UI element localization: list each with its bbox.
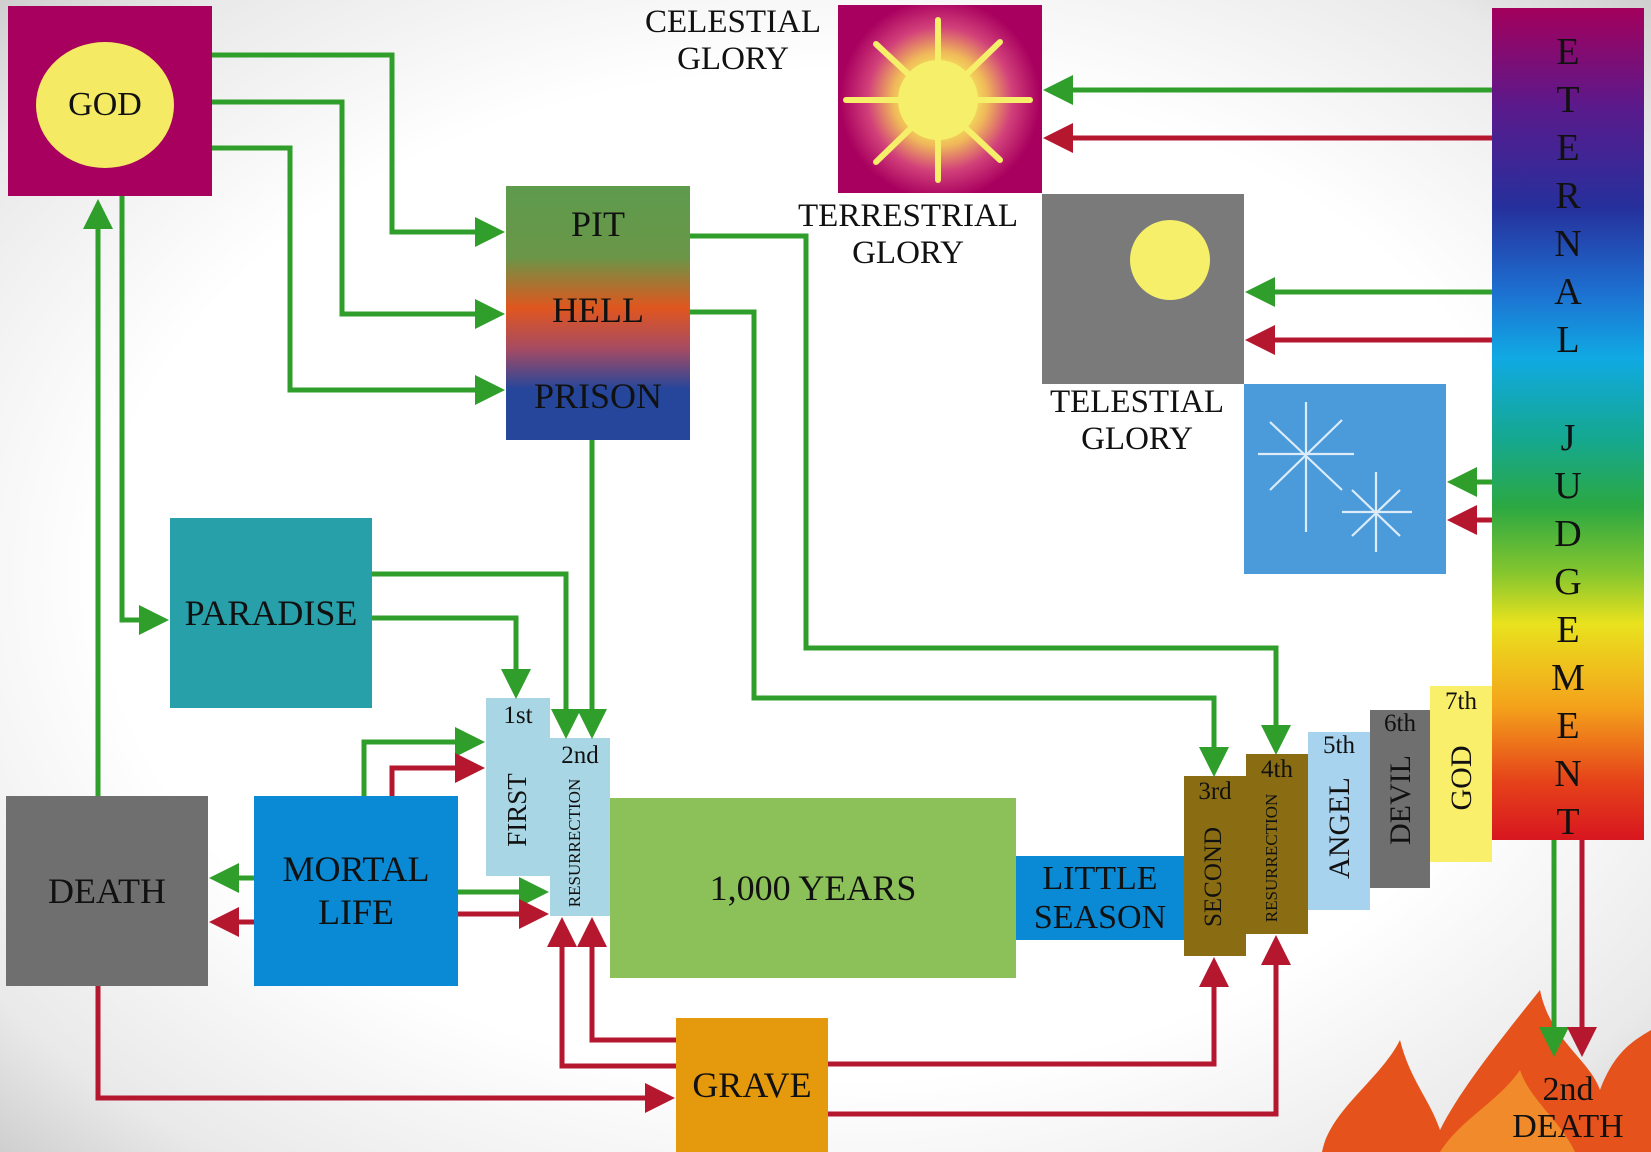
little-season-line2: SEASON bbox=[1033, 899, 1167, 936]
little-season-box: LITTLE SEASON bbox=[1016, 856, 1184, 940]
prison-label: PRISON bbox=[533, 376, 663, 416]
first-resurrection-2nd-box bbox=[550, 738, 610, 916]
sixth-ordinal: 6th bbox=[1384, 710, 1416, 737]
fifth-ordinal: 5th bbox=[1323, 732, 1355, 759]
second-resurrection-3rd-ordinal: 3rd bbox=[1198, 778, 1232, 805]
eternal-judgement-letter: E bbox=[1556, 31, 1580, 73]
mortal-life-label-line1: MORTAL bbox=[282, 848, 430, 889]
mortal-life-box: MORTAL LIFE bbox=[254, 796, 458, 986]
second-resurrection-3rd-box bbox=[1184, 776, 1246, 956]
eternal-judgement-letter: E bbox=[1556, 127, 1580, 169]
first-resurrection-1st-box bbox=[486, 698, 550, 876]
eternal-judgement-letter: A bbox=[1554, 271, 1582, 313]
telestial-glory-box bbox=[1244, 384, 1446, 574]
thousand-years-box: 1,000 YEARS bbox=[610, 798, 1016, 978]
pit-hell-prison-box bbox=[506, 186, 690, 440]
death-box: DEATH bbox=[6, 796, 208, 986]
fire-icon bbox=[1322, 990, 1651, 1152]
grave-label: GRAVE bbox=[692, 1065, 812, 1105]
eternal-judgement-letter: L bbox=[1556, 319, 1580, 361]
second-resurrection-4th-box bbox=[1246, 754, 1308, 934]
hell-label: HELL bbox=[552, 290, 644, 330]
seventh-ordinal: 7th bbox=[1445, 688, 1477, 715]
eternal-judgement-letter: M bbox=[1551, 657, 1585, 699]
eternal-judgement-letter: E bbox=[1556, 705, 1580, 747]
first-resurrection-2nd-ordinal: 2nd bbox=[561, 742, 599, 769]
sun-icon bbox=[843, 17, 1033, 183]
sixth-devil-box bbox=[1370, 710, 1430, 888]
seventh-god-box bbox=[1430, 686, 1492, 862]
mortal-life-label-line2: LIFE bbox=[318, 892, 394, 932]
eternal-judgement-bar bbox=[1492, 8, 1644, 840]
eternal-judgement-letter: E bbox=[1556, 609, 1580, 651]
god-circle: GOD bbox=[36, 42, 174, 168]
little-season-line1: LITTLE bbox=[1042, 859, 1158, 897]
fifth-angel-box bbox=[1308, 732, 1370, 910]
eternal-judgement-letter: D bbox=[1554, 513, 1582, 555]
eternal-judgement-letter: R bbox=[1555, 175, 1581, 217]
second-resurrection-4th-ordinal: 4th bbox=[1261, 756, 1293, 783]
first-resurrection-1st-ordinal: 1st bbox=[503, 702, 533, 729]
eternal-judgement-letter: N bbox=[1554, 223, 1582, 265]
thousand-years-label: 1,000 YEARS bbox=[709, 868, 917, 908]
eternal-judgement-letter: G bbox=[1554, 561, 1582, 603]
god-label: GOD bbox=[68, 86, 142, 123]
pit-label: PIT bbox=[571, 204, 625, 244]
eternal-judgement-letter: U bbox=[1554, 465, 1582, 507]
eternal-judgement-letter: T bbox=[1556, 79, 1580, 121]
paradise-box: PARADISE bbox=[170, 518, 372, 708]
eternal-judgement-letter: J bbox=[1560, 417, 1576, 459]
grave-box: GRAVE bbox=[676, 1018, 828, 1152]
paradise-label: PARADISE bbox=[184, 593, 358, 633]
moon-icon bbox=[1130, 220, 1210, 300]
eternal-judgement-letter: T bbox=[1556, 801, 1580, 843]
death-label: DEATH bbox=[48, 871, 166, 911]
star-icon bbox=[1258, 402, 1412, 552]
eternal-judgement-letter: N bbox=[1554, 753, 1582, 795]
